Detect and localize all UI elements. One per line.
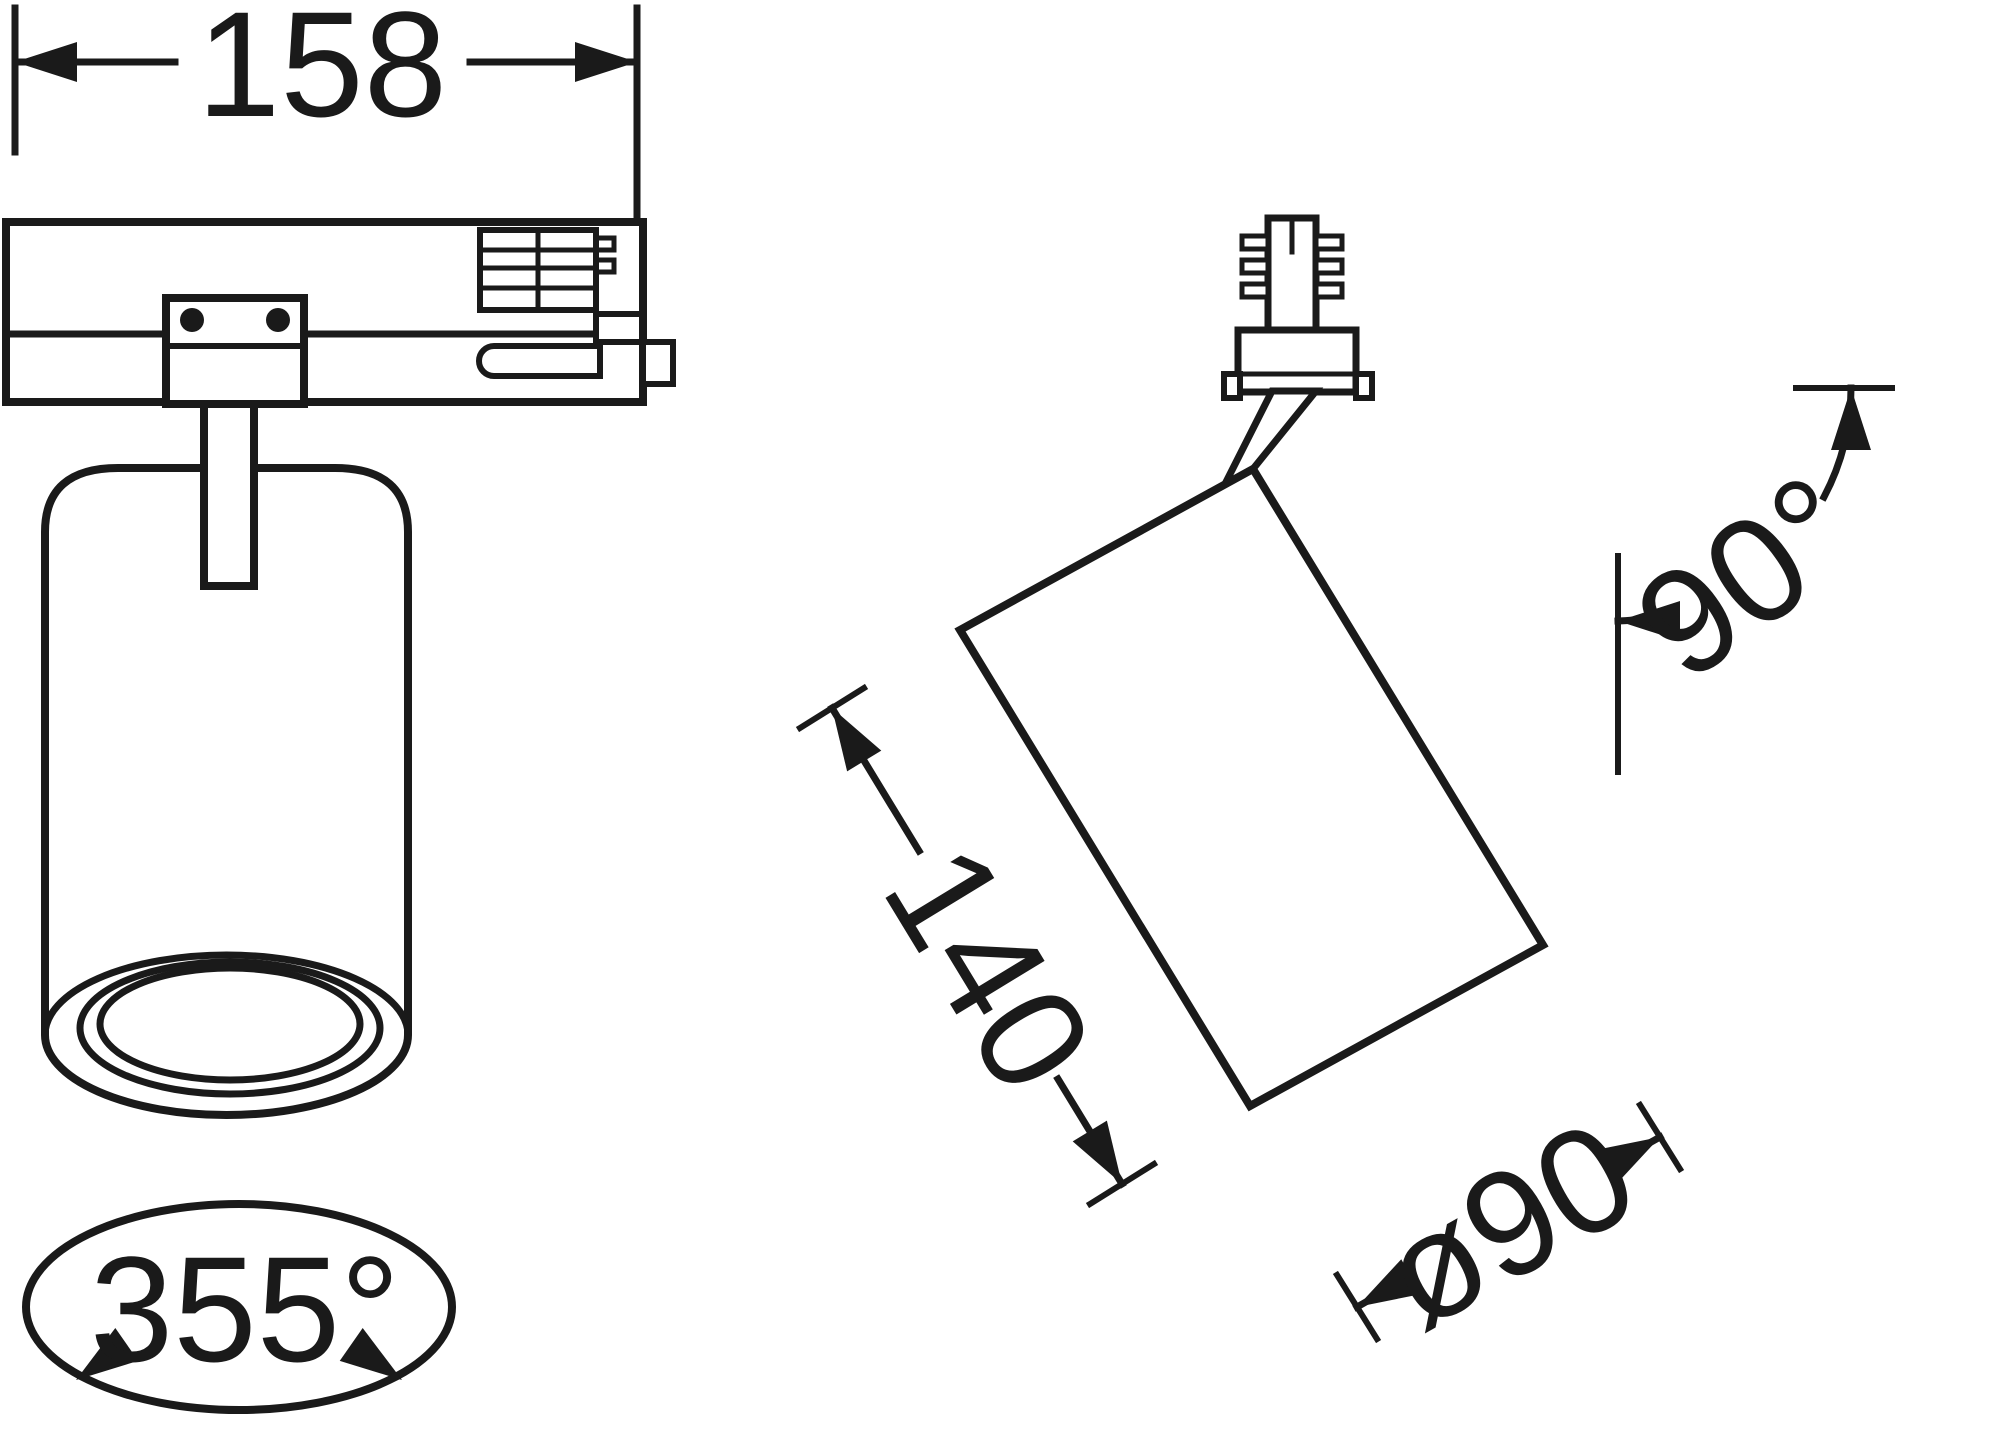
adapter-contact-block: [476, 227, 676, 387]
adapter-clamp: [162, 294, 308, 408]
connector-stem: [1216, 387, 1324, 493]
body-length-dim-label: 140: [852, 817, 1126, 1118]
dimension-arrow-down-icon: [1072, 1120, 1140, 1195]
mounting-stem: [200, 400, 258, 590]
dimension-arrow-up-icon: [814, 697, 882, 772]
tilt-angle-label: 90°: [1606, 442, 1888, 711]
dimension-arrow-right-icon: [575, 42, 637, 82]
body-diameter-dimension: ø90: [1332, 1087, 1685, 1361]
swivel-angle-label: 355°: [90, 1225, 400, 1393]
clamp-screw: [266, 308, 290, 332]
clamp-screw: [180, 308, 204, 332]
connector-tooth: [1313, 257, 1345, 276]
lens-ring-outer: [76, 958, 384, 1098]
track-connector: [1216, 214, 1375, 493]
collar-tab: [1221, 371, 1243, 401]
spotlight-body: [41, 400, 412, 1119]
front-rim: [41, 951, 412, 1119]
tilted-view: 140 ø90 90°: [795, 214, 1895, 1361]
swivel-angle-indicator: 355°: [22, 1200, 456, 1414]
lens-ring-inner: [96, 964, 364, 1084]
connector-collar: [1234, 326, 1360, 396]
track-adapter: [2, 218, 676, 408]
connector-tooth: [1239, 233, 1271, 252]
rotation-ellipse: [22, 1200, 456, 1414]
angle-arrow-up-icon: [1831, 388, 1871, 450]
connector-tooth: [1313, 233, 1345, 252]
release-lever: [476, 343, 603, 379]
connector-tooth: [1239, 257, 1271, 276]
dimension-arrow-left-icon: [15, 42, 77, 82]
tilted-spotlight-body: [954, 463, 1549, 1112]
track-width-dimension: 158: [11, 0, 641, 222]
connector-box: [593, 311, 645, 345]
contact-tab: [593, 257, 617, 275]
body-diameter-dim-label: ø90: [1354, 1087, 1662, 1360]
connector-tooth: [1239, 281, 1271, 300]
track-width-dim-label: 158: [197, 0, 447, 148]
side-protrusion: [640, 339, 676, 387]
front-view: 158: [2, 0, 676, 1414]
contact-tab: [593, 235, 617, 253]
collar-tab: [1353, 371, 1375, 401]
tilt-angle-dimension: 90°: [1606, 384, 1895, 775]
connector-tooth: [1313, 281, 1345, 300]
